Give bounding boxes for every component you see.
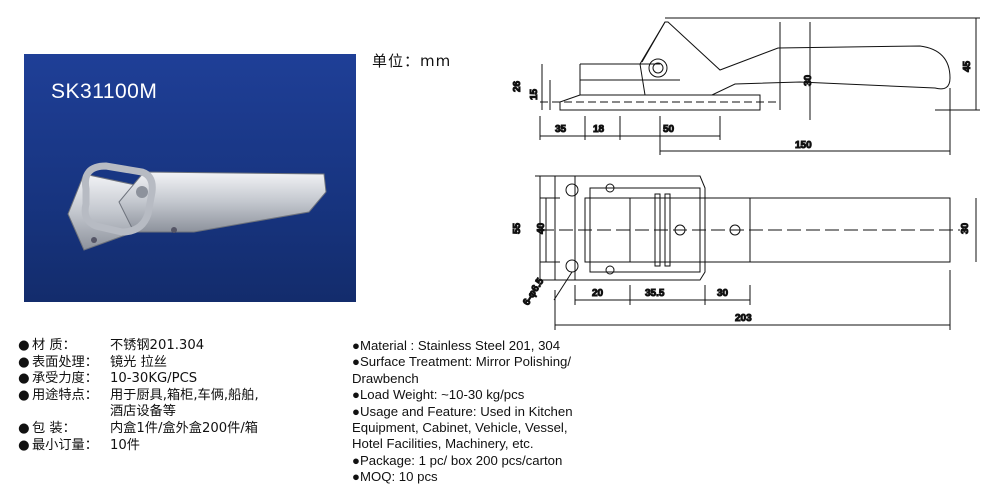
dim-label: 20 [592,288,604,299]
spec-line: ●MOQ: 10 pcs [352,469,438,485]
dim-label: 30 [803,74,814,86]
dim-label: 40 [536,222,547,234]
product-photo: SK31100M [24,54,356,302]
specs-english: ●Material : Stainless Steel 201, 304 ●Su… [352,338,573,486]
dim-label: 30 [960,222,971,234]
specs-chinese: ●材 质：不锈钢201.304 ●表面处理：镜光 拉丝 ●承受力度：10-30K… [18,338,259,454]
spec-row: ●包 装：内盒1件/盒外盒200件/箱 [18,420,258,436]
spec-line: ●Surface Treatment: Mirror Polishing/ [352,354,572,370]
dim-label: 35 [555,124,567,135]
side-view [539,17,980,155]
spec-line: Drawbench [352,370,419,386]
spec-row: ●用途特点：用于厨具,箱柜,车俩,船舶, [18,387,259,403]
spec-row: ●最小订量：10件 [18,437,140,453]
spec-line: ●Material : Stainless Steel 201, 304 [352,338,561,353]
spec-row: ●表面处理：镜光 拉丝 [18,354,167,370]
dim-label: 26 [512,80,523,92]
dim-label: 55 [512,222,523,234]
dim-label: 35.5 [645,288,665,299]
spec-row: ●承受力度：10-30KG/PCS [18,371,198,387]
product-model-label: SK31100M [51,80,158,103]
technical-drawing: 26 15 30 45 35 18 50 150 55 40 30 20 35.… [512,17,980,330]
dim-label: 203 [735,313,752,324]
spec-row: ●材 质：不锈钢201.304 [18,338,205,353]
latch-illustration [67,162,327,251]
dim-label: 6-φ6.5 [521,276,546,308]
spec-line: ●Package: 1 pc/ box 200 pcs/carton [352,452,563,468]
dim-label: 18 [593,124,605,135]
spec-line: Equipment, Cabinet, Vehicle, Vessel, [352,420,568,436]
spec-line: ●Usage and Feature: Used in Kitchen [352,403,573,419]
spec-line: Hotel Facilities, Machinery, etc. [352,436,534,452]
spec-row: 酒店设备等 [110,404,176,420]
dim-label: 150 [795,140,812,151]
spec-line: ●Load Weight: ~10-30 kg/pcs [352,387,525,403]
dim-label: 50 [663,124,675,135]
dim-label: 45 [962,60,973,72]
top-view [535,175,977,330]
unit-label: 单位：mm [372,52,452,70]
dim-label: 30 [717,288,729,299]
dim-label: 15 [529,88,540,100]
